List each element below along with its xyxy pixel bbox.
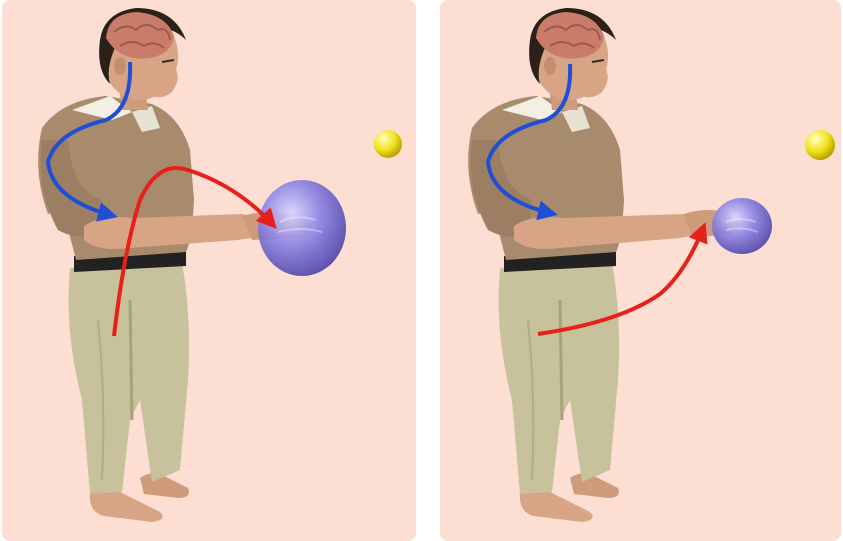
purple-ball [258, 180, 346, 276]
left-panel [2, 0, 416, 541]
right-panel [440, 0, 841, 541]
right-panel-illustration [440, 0, 841, 541]
left-panel-illustration [2, 0, 416, 541]
ear [544, 57, 556, 75]
purple-ball [712, 198, 772, 254]
yellow-ball [374, 130, 402, 158]
panel-background [2, 0, 416, 541]
yellow-ball [805, 130, 835, 160]
ear [114, 57, 126, 75]
